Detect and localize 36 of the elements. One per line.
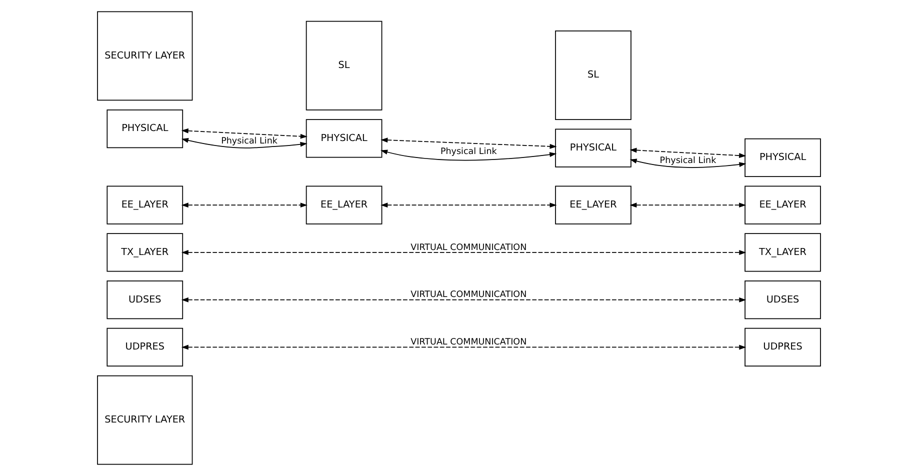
- node-box: UDSES: [106, 280, 184, 320]
- node-box: PHYSICAL: [306, 119, 382, 158]
- node-box: UDPRES: [744, 328, 821, 367]
- arrow: [181, 250, 746, 255]
- arrow: [181, 128, 308, 139]
- node-box: SECURITY LAYER: [97, 375, 193, 465]
- edge-label: VIRTUAL COMMUNICATION: [410, 338, 527, 348]
- edge-label: VIRTUAL COMMUNICATION: [410, 242, 527, 253]
- node-box: SECURITY LAYER: [97, 11, 193, 101]
- node-box: SL: [555, 30, 632, 120]
- node-box: PHYSICAL: [106, 109, 184, 148]
- node-box: EE_LAYER: [106, 186, 184, 224]
- edge-label: Physical Link: [660, 156, 716, 166]
- arrow: [181, 297, 746, 302]
- node-box: TX_LAYER: [744, 233, 821, 272]
- node-box: EE_LAYER: [555, 186, 632, 224]
- arrow: [380, 138, 557, 149]
- node-box: PHYSICAL: [744, 138, 821, 178]
- node-box: SL: [306, 20, 382, 110]
- arrow: [630, 158, 746, 168]
- arrow: [181, 138, 308, 148]
- edge-label: Physical Link: [440, 147, 497, 158]
- arrow: [380, 202, 557, 208]
- node-box: PHYSICAL: [555, 128, 632, 168]
- edge-label: Physical Link: [221, 136, 278, 147]
- arrow: [380, 150, 557, 161]
- arrow: [181, 344, 746, 350]
- node-box: EE_LAYER: [744, 186, 821, 224]
- arrow: [630, 202, 746, 208]
- arrow: [630, 148, 746, 158]
- arrow: [181, 202, 308, 208]
- node-box: EE_LAYER: [306, 186, 382, 224]
- edge-label: VIRTUAL COMMUNICATION: [410, 290, 527, 300]
- node-box: UDPRES: [106, 328, 184, 367]
- node-box: TX_LAYER: [106, 233, 184, 272]
- node-box: UDSES: [744, 280, 821, 320]
